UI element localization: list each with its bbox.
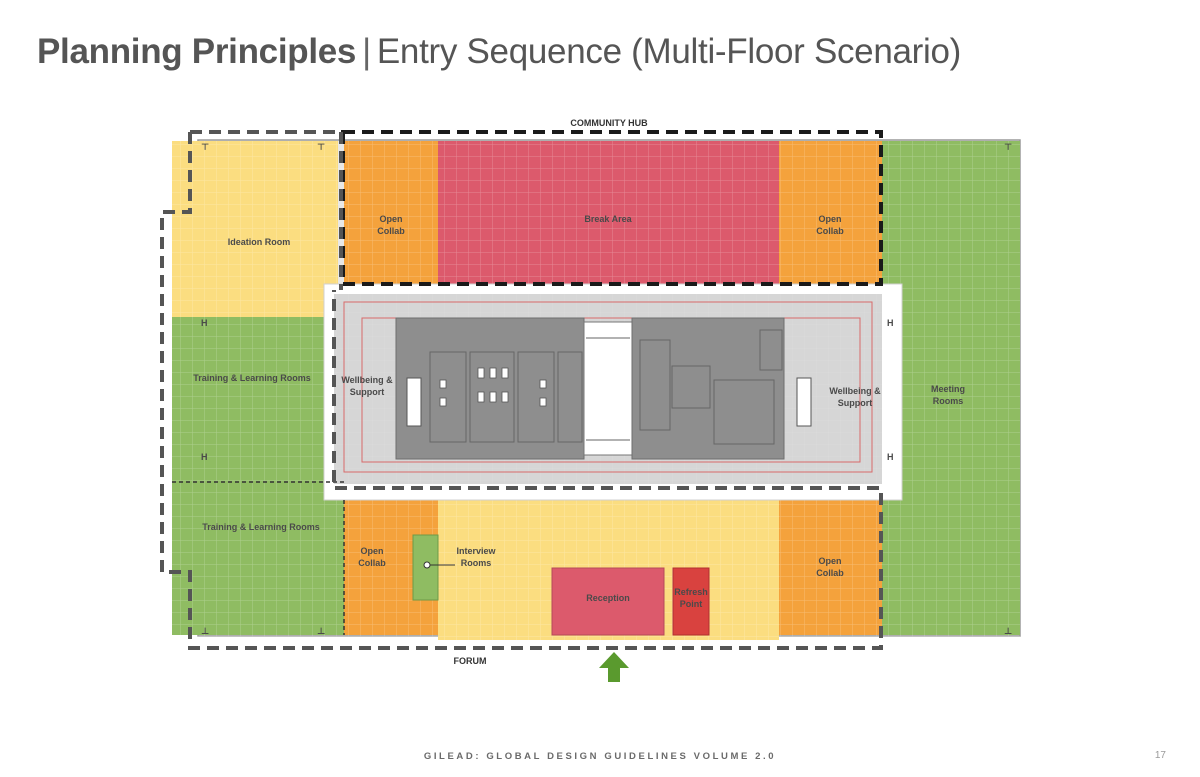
reception-zone (551, 567, 665, 636)
footer-text: GILEAD: GLOBAL DESIGN GUIDELINES VOLUME … (423, 751, 777, 762)
page-number: 17 (1154, 750, 1166, 761)
open-collab-tl-label-1: Open (379, 214, 402, 224)
svg-text:⊥: ⊥ (1004, 626, 1012, 636)
ideation-room-label: Ideation Room (228, 237, 291, 247)
community-hub-label: COMMUNITY HUB (570, 118, 648, 128)
reception-label: Reception (586, 593, 630, 603)
stair-left (406, 377, 422, 427)
core-partitions (429, 329, 783, 445)
elevator-shaft (583, 321, 633, 456)
meeting-rooms-label-2: Rooms (933, 396, 964, 406)
open-collab-bl-label-2: Collab (358, 558, 386, 568)
title-bold: Planning Principles (37, 32, 357, 71)
title-light: Entry Sequence (Multi-Floor Scenario) (376, 32, 962, 71)
open-collab-tl-label-2: Collab (377, 226, 405, 236)
service-block (631, 317, 785, 460)
restrooms-block (395, 317, 585, 460)
meeting-rooms-label-1: Meeting (931, 384, 965, 394)
svg-text:⊤: ⊤ (1004, 142, 1012, 152)
open-collab-br-label-1: Open (818, 556, 841, 566)
open-collab-br-label-2: Collab (816, 568, 844, 578)
svg-text:H: H (887, 452, 894, 462)
wellbeing-left-label-1: Wellbeing & (341, 375, 393, 385)
core-inner-outline (343, 301, 873, 473)
core-inner-outline-2 (361, 317, 861, 463)
svg-text:H: H (201, 452, 208, 462)
stair-right (796, 377, 812, 427)
open-collab-bl-label-1: Open (360, 546, 383, 556)
column-markers: ⊤ ⊤ ⊤ ⊥ ⊥ ⊥ H H H H (201, 142, 1012, 636)
svg-text:H: H (201, 318, 208, 328)
refresh-point-zone (672, 567, 710, 636)
forum-boundary (160, 130, 883, 650)
interview-rooms-label-1: Interview (456, 546, 496, 556)
interview-rooms-label-2: Rooms (461, 558, 492, 568)
open-collab-tr-label-1: Open (818, 214, 841, 224)
entry-arrow-icon (599, 652, 629, 682)
svg-text:H: H (887, 318, 894, 328)
wellbeing-right-label-2: Support (838, 398, 873, 408)
wellbeing-left-label-2: Support (350, 387, 385, 397)
open-collab-tr-label-2: Collab (816, 226, 844, 236)
svg-text:⊤: ⊤ (317, 142, 325, 152)
restroom-fixtures (439, 367, 547, 407)
refresh-point-label-1: Refresh (674, 587, 708, 597)
page-title: Planning Principles|Entry Sequence (Mult… (37, 32, 961, 72)
training-upper-label: Training & Learning Rooms (193, 373, 311, 383)
svg-text:⊥: ⊥ (201, 626, 209, 636)
break-area-label: Break Area (584, 214, 632, 224)
training-lower-label: Training & Learning Rooms (202, 522, 320, 532)
wellbeing-right-label-1: Wellbeing & (829, 386, 881, 396)
svg-text:⊤: ⊤ (201, 142, 209, 152)
svg-text:⊥: ⊥ (317, 626, 325, 636)
forum-label: FORUM (454, 656, 487, 666)
interview-leader-dot (423, 561, 431, 569)
title-separator: | (362, 32, 371, 71)
refresh-point-label-2: Point (680, 599, 703, 609)
